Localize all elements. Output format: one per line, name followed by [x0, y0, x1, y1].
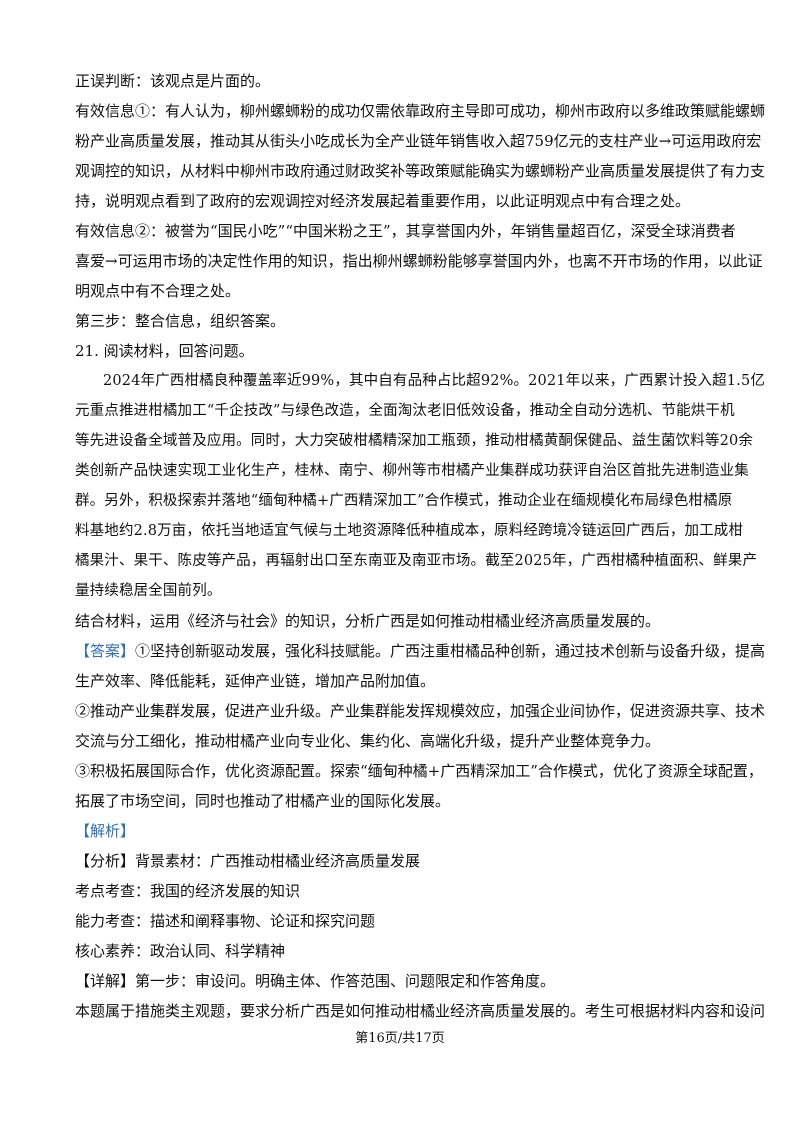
step-three-line: 第三步：整合信息，组织答案。 [75, 312, 286, 330]
analysis-line: 考点考查：我国的经济发展的知识 [75, 882, 301, 900]
answer-tag: 【答案】 [75, 642, 136, 660]
material-line: 等先进设备全域普及应用。同时，大力突破柑橘精深加工瓶颈，推动柑橘黄酮保健品、益生… [75, 433, 753, 449]
text-line: 喜爱→可运用市场的决定性作用的知识，指出柳州螺蛳粉能够享誉国内外，也离不开市场的… [75, 252, 763, 270]
text-line: 有效信息①：有人认为，柳州螺蛳粉的成功仅需依靠政府主导即可成功，柳州市政府以多维… [75, 102, 766, 120]
analysis-heading: 【解析】 [75, 816, 735, 846]
text-line: 明观点中有不合理之处。 [75, 282, 241, 300]
material-line: 类创新产品快速实现工业化生产，桂林、南宁、柳州等市柑橘产业集群成功获评自治区首批… [75, 463, 749, 479]
question-prompt: 结合材料，运用《经济与社会》的知识，分析广西是如何推动柑橘业经济高质量发展的。 [75, 612, 661, 630]
answer-line: 生产效率、降低能耗，延伸产业链，增加产品附加值。 [75, 672, 436, 690]
answer-line: 交流与分工细化，推动柑橘产业向专业化、集约化、高端化升级，提升产业整体竞争力。 [75, 732, 661, 750]
material-line: 橘果汁、果干、陈皮等产品，再辐射出口至东南亚及南亚市场。截至2025年，广西柑橘… [75, 553, 758, 569]
answer-first-line: 【答案】①坚持创新驱动发展，强化科技赋能。广西注重柑橘品种创新，通过技术创新与设… [75, 636, 765, 666]
material-line: 2024年广西柑橘良种覆盖率近99%，其中自有品种占比超92%。2021年以来，… [103, 373, 765, 389]
question-number: 21. 阅读材料，回答问题。 [75, 342, 254, 360]
material-passage: 2024年广西柑橘良种覆盖率近99%，其中自有品种占比超92%。2021年以来，… [75, 366, 765, 606]
material-line: 料基地约2.8万亩，依托当地适宜气候与土地资源降低种植成本，原料经跨境冷链运回广… [75, 523, 744, 539]
analysis-line: 本题属于措施类主观题，要求分析广西是如何推动柑橘业经济高质量发展的。考生可根据材… [75, 1002, 766, 1020]
answer-line: ②推动产业集群发展，促进产业升级。产业集群能发挥规模效应，加强企业间协作，促进资… [75, 702, 766, 720]
material-line: 群。另外，积极探索并落地“缅甸种橘+广西精深加工”合作模式，推动企业在缅规模化布… [75, 493, 733, 509]
analysis-block: 【解析】 【分析】背景素材：广西推动柑橘业经济高质量发展 考点考查：我国的经济发… [75, 816, 766, 1026]
analysis-tag: 【解析】 [75, 822, 136, 840]
material-line: 量持续稳居全国前列。 [75, 583, 222, 599]
text-line: 持，说明观点看到了政府的宏观调控对经济发展起着重要作用，以此证明观点中有合理之处… [75, 192, 691, 210]
text-line: 观调控的知识，从材料中柳州市政府通过财政奖补等政策赋能确实为螺蛳粉产业高质量发展… [75, 162, 766, 180]
material-line: 元重点推进柑橘加工“千企技改”与绿色改造，全面淘汰老旧低效设备，推动全自动分选机… [75, 403, 735, 419]
analysis-line: 能力考查：描述和阐释事物、论证和探究问题 [75, 912, 376, 930]
answer-line: ③积极拓展国际合作，优化资源配置。探索“缅甸种橘+广西精深加工”合作模式，优化了… [75, 762, 763, 780]
document-body: 正误判断：该观点是片面的。 有效信息①：有人认为，柳州螺蛳粉的成功仅需依靠政府主… [75, 66, 766, 1026]
analysis-line: 核心素养：政治认同、科学精神 [75, 942, 286, 960]
text-line: 粉产业高质量发展，推动其从街头小吃成长为全产业链年销售收入超759亿元的支柱产业… [75, 132, 762, 150]
answer-line: 拓展了市场空间，同时也推动了柑橘产业的国际化发展。 [75, 792, 451, 810]
text-line: 有效信息②：被誉为“国民小吃”“中国米粉之王”，其享誉国内外，年销售量超百亿，深… [75, 222, 736, 240]
answer-text: ①坚持创新驱动发展，强化科技赋能。广西注重柑橘品种创新，通过技术创新与设备升级，… [135, 642, 766, 660]
analysis-line: 【分析】背景素材：广西推动柑橘业经济高质量发展 [75, 852, 421, 870]
answer-block: 【答案】①坚持创新驱动发展，强化科技赋能。广西注重柑橘品种创新，通过技术创新与设… [75, 636, 766, 816]
intro-block: 正误判断：该观点是片面的。 有效信息①：有人认为，柳州螺蛳粉的成功仅需依靠政府主… [75, 66, 766, 366]
page-footer: 第16页/共17页 [355, 1031, 445, 1046]
analysis-line: 【详解】第一步：审设问。明确主体、作答范围、问题限定和作答角度。 [75, 972, 556, 990]
text-line: 正误判断：该观点是片面的。 [75, 72, 271, 90]
